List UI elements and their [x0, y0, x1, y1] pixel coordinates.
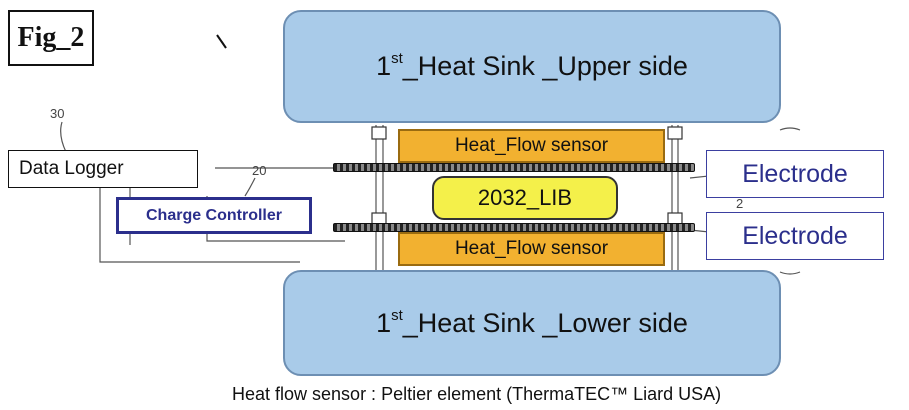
trace-upper-right — [779, 127, 801, 131]
ref-20-leader — [244, 177, 256, 197]
lower-heat-sink-label: 1st_Heat Sink _Lower side — [376, 306, 688, 338]
charge-controller-box: Charge Controller — [116, 197, 312, 234]
ref-numeral-2: 2 — [736, 196, 744, 211]
electrode-label-bottom: Electrode — [706, 212, 884, 260]
upper-heat-sink: 1st_Heat Sink _Upper side — [283, 10, 781, 123]
upper-heat-flow-sensor: Heat_Flow sensor — [398, 129, 665, 163]
ref-30-leader — [60, 121, 67, 153]
lower-heat-flow-sensor: Heat_Flow sensor — [398, 232, 665, 266]
left-post — [375, 125, 384, 280]
upper-electrode-plate — [333, 163, 695, 172]
trace-lower-right — [779, 271, 801, 275]
data-logger-box: Data Logger — [8, 150, 198, 188]
figure-caption: Heat flow sensor : Peltier element (Ther… — [232, 384, 722, 404]
connector-top-right — [667, 126, 683, 140]
lower-heat-sink: 1st_Heat Sink _Lower side — [283, 270, 781, 376]
logger-wire-lower — [99, 155, 300, 263]
ref-numeral-30: 30 — [50, 106, 65, 121]
battery-2032-lib: 2032_LIB — [432, 176, 618, 220]
electrode-label-top: Electrode — [706, 150, 884, 198]
upper-heat-sink-label: 1st_Heat Sink _Upper side — [376, 50, 688, 81]
right-post — [671, 125, 679, 280]
connector-top-left — [371, 126, 387, 140]
arrow-mark-icon — [216, 34, 227, 49]
ref-numeral-20: 20 — [252, 163, 267, 178]
lower-electrode-plate — [333, 223, 695, 232]
figure-label: Fig_2 — [8, 10, 94, 66]
